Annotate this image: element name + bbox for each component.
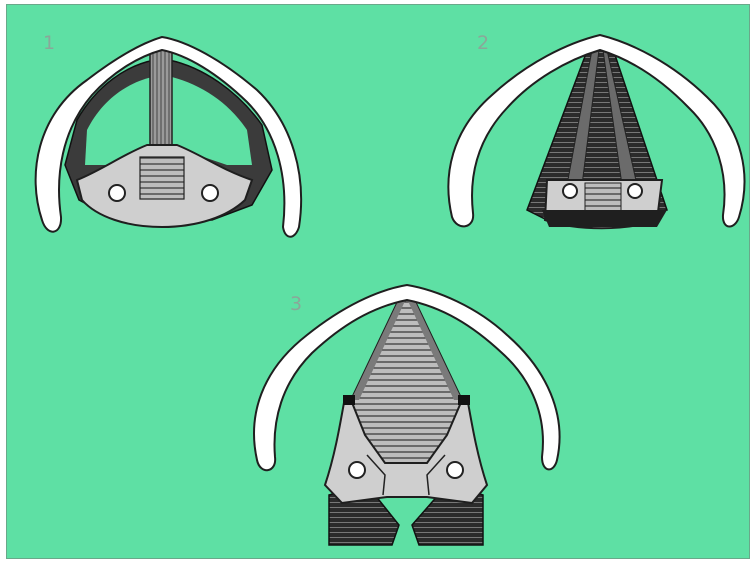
panel-2-base-shadow (542, 210, 667, 227)
panel-3-notch-left (343, 395, 355, 405)
hyoid-diagram: 1 2 3 (7, 5, 750, 559)
panel-2-ladder (585, 183, 621, 213)
panel-3-notch-right (458, 395, 470, 405)
panel-1-foramen-right (202, 185, 218, 201)
panel-3-foramen-left (349, 462, 365, 478)
panel-3-number: 3 (290, 293, 302, 315)
panel-3-foramen-right (447, 462, 463, 478)
panel-2-foramen-right (628, 184, 642, 198)
panel-1-number: 1 (43, 32, 55, 54)
panel-2-foramen-left (563, 184, 577, 198)
panel-2-number: 2 (477, 32, 489, 54)
panel-1-central-strip (150, 45, 172, 150)
panel-1-foramen-left (109, 185, 125, 201)
figure-frame: 1 2 3 (6, 4, 750, 559)
panel-1-ladder (140, 157, 184, 199)
